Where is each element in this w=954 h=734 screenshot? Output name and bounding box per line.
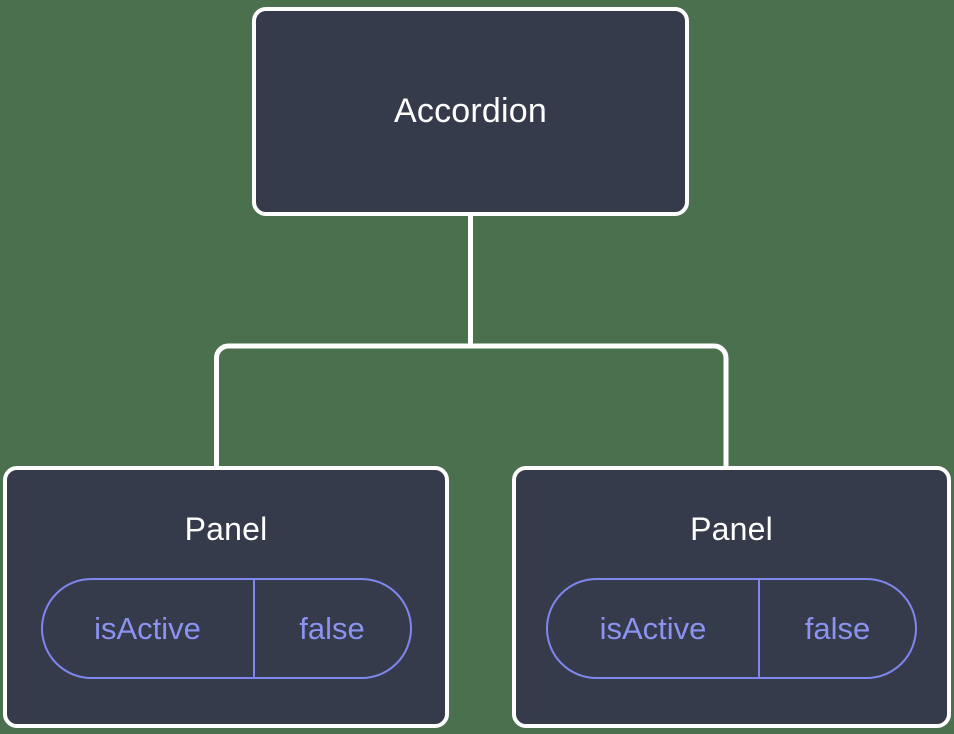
prop-pill-is-active-2[interactable]: isActive false: [546, 578, 917, 680]
node-panel-2[interactable]: Panel isActive false: [512, 466, 951, 728]
connector-branch-bar: [214, 343, 729, 470]
prop-key-is-active-1: isActive: [94, 611, 201, 647]
prop-pill-is-active-1[interactable]: isActive false: [40, 578, 412, 680]
node-accordion-label: Accordion: [394, 91, 547, 130]
prop-key-is-active-2: isActive: [599, 611, 707, 647]
node-panel-1-label: Panel: [184, 511, 268, 547]
node-accordion[interactable]: Accordion: [252, 7, 689, 216]
node-panel-1[interactable]: Panel isActive false: [3, 466, 449, 728]
prop-value-is-active-2: false: [758, 580, 915, 678]
node-panel-2-label: Panel: [690, 511, 773, 547]
prop-value-is-active-1: false: [252, 580, 410, 678]
